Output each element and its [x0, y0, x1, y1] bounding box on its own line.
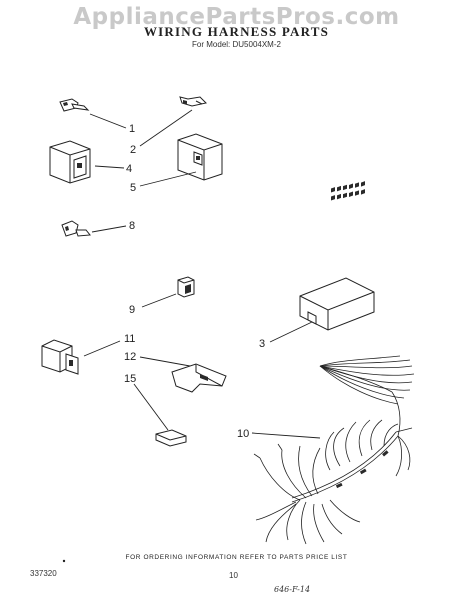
model-line: For Model: DU5004XM-2 [192, 40, 281, 49]
callout-5: 5 [130, 182, 136, 194]
leader-8 [91, 225, 127, 233]
handwritten-note: 646-F-14 [274, 585, 311, 594]
callout-1: 1 [129, 123, 135, 135]
part-8-terminal [61, 220, 91, 237]
callout-9: 9 [129, 304, 135, 316]
callout-11: 11 [124, 333, 135, 345]
leader-12 [139, 356, 191, 367]
document-code: 337320 [30, 569, 57, 578]
part-10-wire-harness [253, 355, 415, 545]
callout-15: 15 [124, 373, 136, 385]
leader-15 [133, 383, 169, 431]
ordering-note: FOR ORDERING INFORMATION REFER TO PARTS … [125, 554, 348, 561]
part-1-terminal [59, 98, 90, 112]
leader-9 [141, 293, 177, 308]
callout-2: 2 [130, 144, 136, 156]
leader-2 [139, 109, 193, 147]
part-2-terminal [179, 96, 208, 107]
part-9-tab-connector [177, 276, 195, 298]
part-5-connector-housing [177, 133, 223, 181]
watermark-text: AppliancePartsPros.com [73, 4, 400, 30]
callout-4: 4 [126, 163, 132, 175]
page-title: WIRING HARNESS PARTS [143, 24, 330, 39]
callout-3: 3 [259, 338, 265, 350]
part-4-connector-housing [49, 140, 91, 184]
leader-10 [251, 432, 321, 439]
callout-10: 10 [237, 428, 249, 440]
leader-1 [89, 113, 127, 129]
stray-dot [62, 559, 66, 563]
callout-8: 8 [129, 220, 135, 232]
leader-5 [139, 171, 197, 187]
part-3-terminal-block [299, 181, 375, 331]
leader-4 [94, 165, 125, 169]
leader-3 [269, 321, 313, 343]
page-number: 10 [229, 571, 238, 580]
part-11-connector-plug [41, 339, 79, 375]
leader-11 [83, 340, 121, 357]
part-15-block [155, 429, 187, 447]
part-12-housing [171, 363, 227, 393]
callout-12: 12 [124, 351, 136, 363]
